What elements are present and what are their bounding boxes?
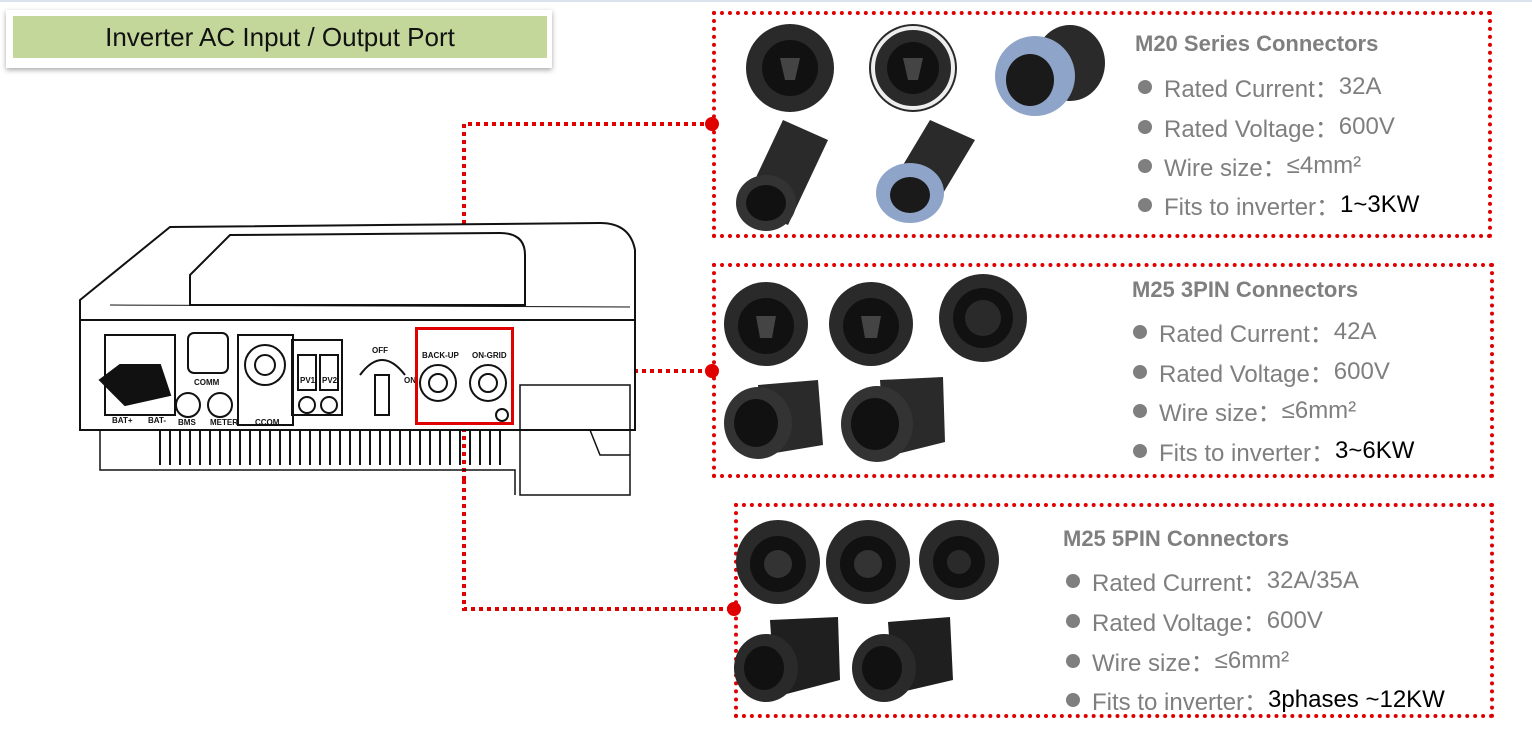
label-bat-plus: BAT+ [112,416,133,425]
connector-icon [876,120,975,223]
spec-label: Wire size： [1164,155,1287,182]
connector-icon [724,380,823,459]
spec-value: 32A/35A [1266,566,1359,594]
spec-fits-inverter-m25-3pin: Fits to inverter：3~6KW [1133,433,1414,468]
spec-label: Rated Current： [1092,570,1267,597]
bullet-icon [1138,158,1152,173]
spec-rated-voltage-m25-5pin: Rated Voltage：600V [1066,603,1323,638]
spec-rated-current-m25-5pin: Rated Current：32A/35A [1066,563,1359,598]
spec-label: Rated Current： [1164,76,1339,103]
connector-icon [852,617,953,702]
panel-m25-5pin [734,503,1494,718]
spec-value: 3~6KW [1335,436,1415,464]
connector-icon [869,24,957,112]
spec-label: Rated Current： [1159,321,1334,348]
bullet-icon [1066,573,1080,588]
label-ccom: CCOM [255,418,280,427]
label-backup: BACK-UP [422,351,460,360]
label-off: OFF [372,346,388,355]
spec-value: 42A [1333,317,1377,345]
spec-value: 600V [1266,606,1323,634]
spec-label: Fits to inverter： [1092,689,1269,716]
panel-m25-3pin [712,263,1494,478]
spec-label: Rated Voltage： [1164,116,1339,143]
bullet-icon [1138,79,1152,94]
spec-value: 32A [1338,72,1382,100]
connector-icon [724,282,808,366]
label-pv2: PV2 [322,376,338,385]
bullet-icon [1066,653,1080,668]
inverter-drawing: BACK-UP ON-GRID BAT+ BAT- COMM BMS METER… [79,221,636,496]
bullet-icon [1066,613,1080,628]
spec-value: ≤4mm² [1286,151,1362,179]
page-title: Inverter AC Input / Output Port [13,16,547,58]
bullet-icon [1133,324,1147,339]
connector-icon [939,274,1027,362]
bullet-icon [1133,403,1147,418]
spec-label: Wire size： [1159,400,1282,427]
connector-icon [919,520,999,600]
spec-wire-size-m25-5pin: Wire size：≤6mm² [1066,643,1289,678]
spec-value: 1~3KW [1340,190,1420,218]
connector-icon [841,377,945,462]
spec-value: 600V [1338,112,1395,140]
label-comm: COMM [194,378,220,387]
line-to-m25-5pin [462,480,734,611]
bullet-icon [1138,119,1152,134]
connector-icon [734,617,840,702]
spec-label: Rated Voltage： [1092,610,1267,637]
spec-fits-inverter-m20: Fits to inverter：1~3KW [1138,187,1419,222]
line-to-m20 [462,122,712,480]
connector-icon [829,282,913,366]
connector-icon [736,120,828,231]
connector-icon [746,24,834,112]
spec-label: Fits to inverter： [1164,194,1341,221]
label-bat-minus: BAT- [148,416,166,425]
panel-title-m20: M20 Series Connectors [1135,31,1379,56]
bullet-icon [1066,692,1080,707]
bullet-icon [1133,364,1147,379]
spec-label: Wire size： [1092,650,1215,677]
spec-rated-current-m20: Rated Current：32A [1138,69,1381,104]
spec-value: ≤6mm² [1214,646,1290,674]
connector-icon [736,520,820,604]
label-meter: METER [210,418,238,427]
panel-title-m25-3pin: M25 3PIN Connectors [1132,277,1359,302]
spec-label: Fits to inverter： [1159,440,1336,467]
spec-rated-current-m25-3pin: Rated Current：42A [1133,314,1376,349]
spec-fits-inverter-m25-5pin: Fits to inverter：3phases ~12KW [1066,682,1445,717]
spec-label: Rated Voltage： [1159,361,1334,388]
spec-value: ≤6mm² [1281,396,1357,424]
panel-m20 [712,11,1492,238]
label-bms: BMS [178,418,196,427]
top-border-line [0,0,1532,2]
spec-wire-size-m25-3pin: Wire size：≤6mm² [1133,393,1356,428]
panel-title-m25-5pin: M25 5PIN Connectors [1063,526,1290,551]
ac-port-highlight [415,327,514,425]
title-card: Inverter AC Input / Output Port [6,10,552,68]
bullet-icon [1133,443,1147,458]
spec-value: 600V [1333,357,1390,385]
bullet-icon [1138,197,1152,212]
label-ongrid: ON-GRID [472,351,507,360]
connector-icon [995,25,1105,116]
label-pv1: PV1 [300,376,316,385]
spec-rated-voltage-m20: Rated Voltage：600V [1138,109,1395,144]
connector-icon [826,520,910,604]
spec-value: 3phases ~12KW [1268,685,1445,713]
spec-rated-voltage-m25-3pin: Rated Voltage：600V [1133,354,1390,389]
spec-wire-size-m20: Wire size：≤4mm² [1138,148,1361,183]
label-on: ON [404,376,416,385]
